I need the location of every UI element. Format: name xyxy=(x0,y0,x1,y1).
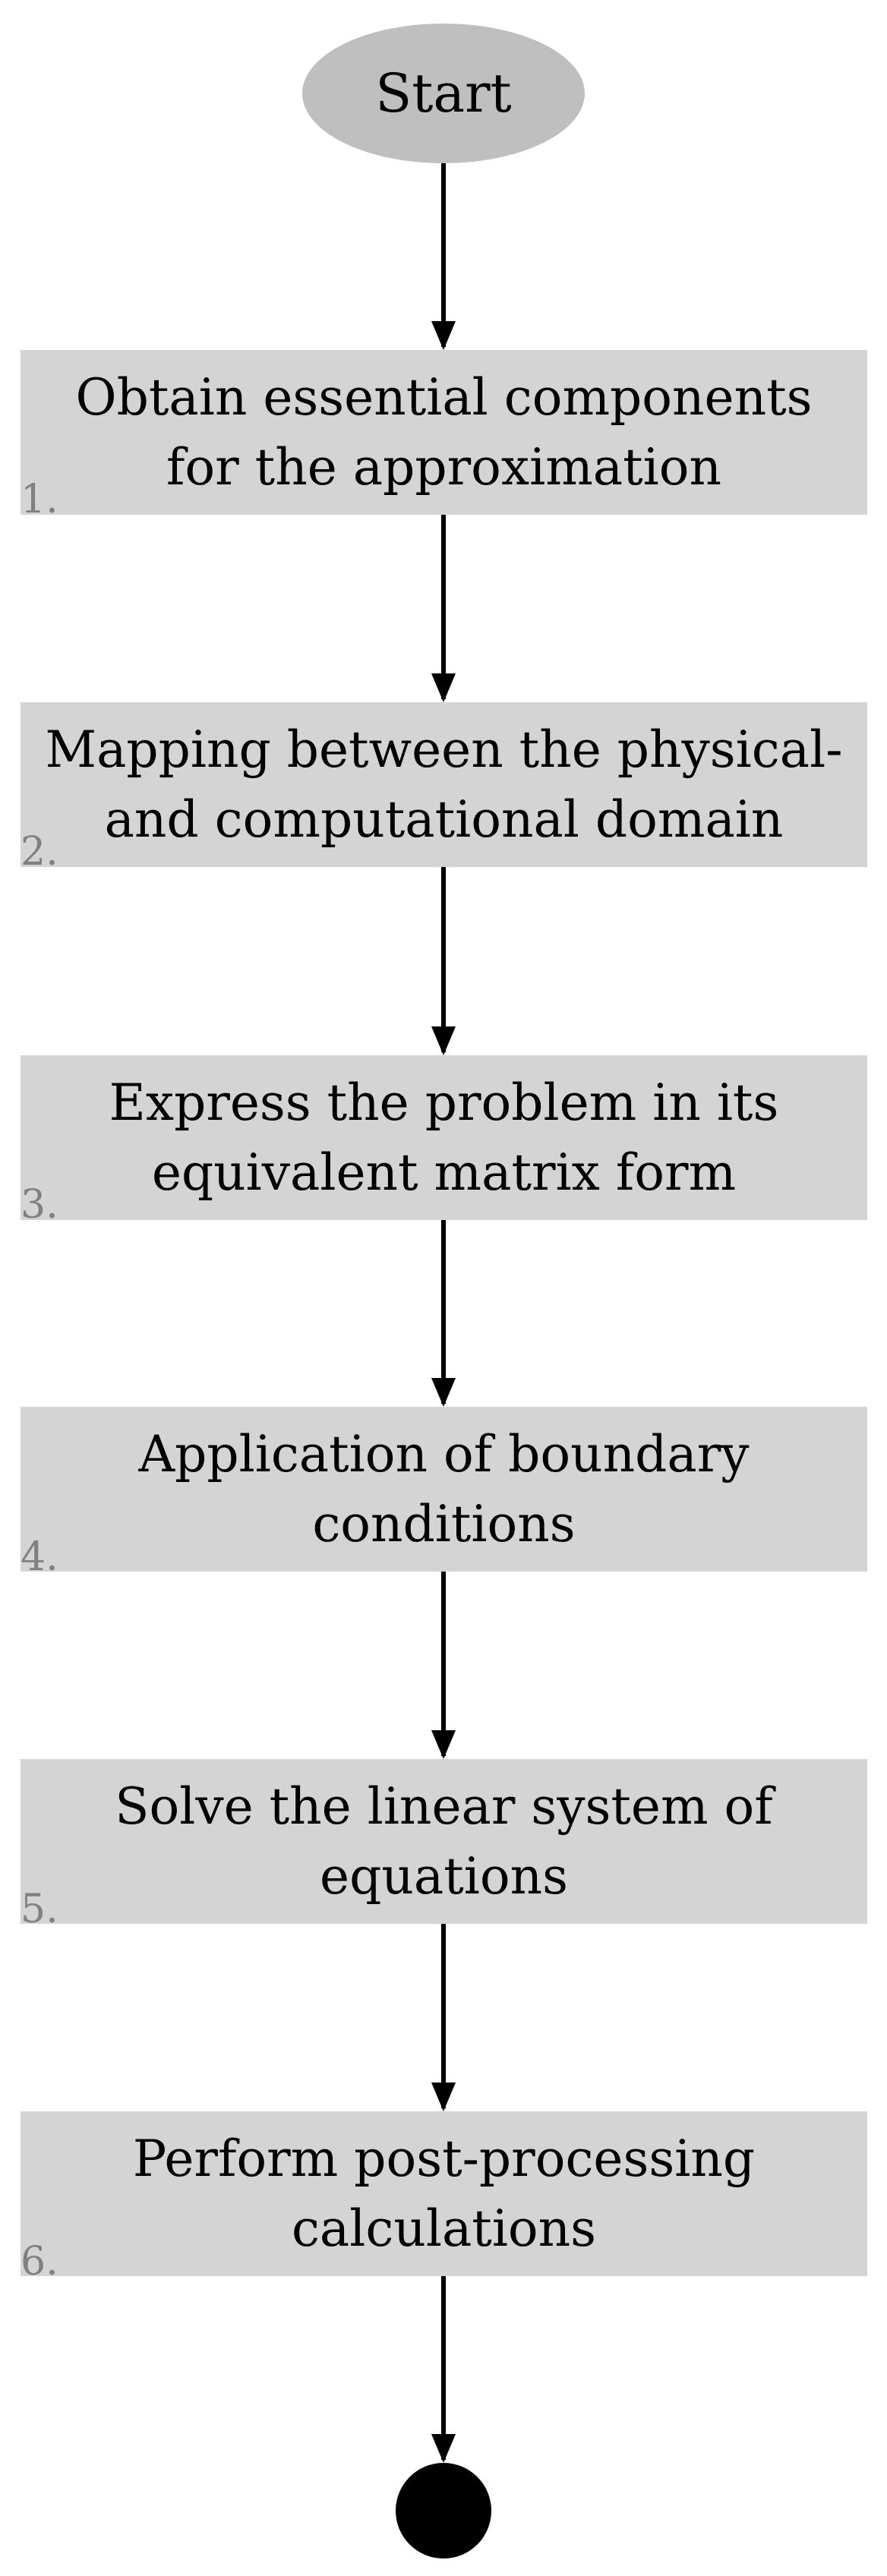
step-3-number: 3. xyxy=(21,1182,58,1228)
flow-arrow-head-6 xyxy=(431,2083,456,2111)
step-3-text: Express the problem in its equivalent ma… xyxy=(109,1073,779,1202)
step-3-box: Express the problem in its equivalent ma… xyxy=(21,1055,867,1220)
step-6-box: Perform post-processing calculations xyxy=(21,2111,867,2276)
flow-arrow-head-1 xyxy=(431,321,456,350)
step-4-box: Application of boundary conditions xyxy=(21,1407,867,1572)
flow-arrow-head-3 xyxy=(431,1026,456,1055)
step-2-text: Mapping between the physical- and comput… xyxy=(45,720,843,849)
flow-arrow-head-4 xyxy=(431,1378,456,1407)
step-1-text: Obtain essential components for the appr… xyxy=(75,367,813,497)
step-1-number: 1. xyxy=(21,477,58,522)
step-6-number: 6. xyxy=(21,2239,58,2284)
step-4-number: 4. xyxy=(21,1534,58,1580)
flow-arrow-head-7 xyxy=(431,2434,456,2463)
step-2-box: Mapping between the physical- and comput… xyxy=(21,702,867,867)
start-label: Start xyxy=(375,62,512,125)
end-node xyxy=(396,2463,491,2559)
step-5-box: Solve the linear system of equations xyxy=(21,1759,867,1924)
start-node: Start xyxy=(302,24,585,163)
flow-arrow-head-5 xyxy=(431,1730,456,1759)
step-6-text: Perform post-processing calculations xyxy=(132,2129,756,2258)
step-5-number: 5. xyxy=(21,1887,58,1932)
flow-arrow-head-2 xyxy=(431,673,456,702)
step-1-box: Obtain essential components for the appr… xyxy=(21,350,867,515)
step-5-text: Solve the linear system of equations xyxy=(115,1777,773,1906)
step-4-text: Application of boundary conditions xyxy=(138,1424,750,1553)
step-2-number: 2. xyxy=(21,829,58,875)
